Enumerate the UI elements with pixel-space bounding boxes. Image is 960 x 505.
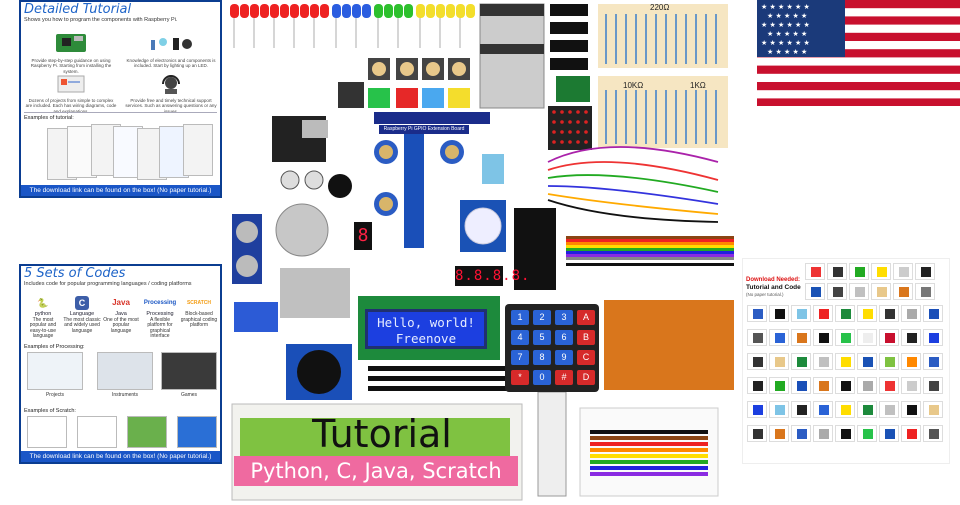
inventory-title: Download Needed: Tutorial and Code (No p… (746, 277, 801, 297)
language-c: C Language The most classic and widely u… (63, 296, 101, 334)
single-seven-segment: 8 (354, 222, 372, 250)
scratch-examples-label: Examples of Scratch: (24, 408, 76, 414)
tutorial-page-thumbnails (47, 124, 217, 180)
membrane-keypad: 1 2 3 A 4 5 6 B 7 8 9 C * 0 # D (505, 304, 599, 392)
keypad-key: 9 (555, 350, 573, 365)
components-icon (151, 38, 192, 50)
keypad-ribbon (537, 391, 567, 497)
lcd-display: Hello, world! Freenove (365, 309, 487, 349)
wiring-diagram-icon (57, 75, 85, 93)
processing-projects-screenshot (27, 352, 83, 390)
small-buttons (338, 82, 364, 108)
feature-raspberry-pi: Provide step-by-step guidance on using R… (25, 32, 117, 74)
c-language-icon: C (75, 296, 89, 310)
ribbon-cable (479, 3, 545, 109)
scratch-example-1 (27, 416, 67, 448)
resistor-label-220: 220Ω (650, 3, 670, 12)
keypad-key: B (577, 330, 595, 345)
keypad-key: A (577, 310, 595, 325)
extension-board-label: Raspberry Pi GPIO Extension Board (379, 125, 469, 134)
pcf-module (556, 76, 590, 102)
language-scratch: SCRATCH Block-based graphical coding pla… (180, 296, 218, 329)
keypad-key: 8 (533, 350, 551, 365)
led-row (230, 4, 475, 48)
processing-instruments-screenshot (97, 352, 153, 390)
tutorial-card-footer: The download link can be found on the bo… (21, 185, 220, 196)
rainbow-ribbon-cable (566, 236, 734, 266)
gpio-extension-board (374, 112, 490, 124)
scratch-example-2 (77, 416, 117, 448)
ic-chips (550, 4, 588, 70)
svg-text:★ ★ ★ ★ ★: ★ ★ ★ ★ ★ (767, 12, 807, 20)
keypad-key: 3 (555, 310, 573, 325)
resistor-label-1k: 1KΩ (690, 81, 706, 90)
keypad-key: # (555, 370, 573, 385)
divider (24, 112, 217, 113)
feature-electronics: Knowledge of electronics and components … (125, 32, 217, 69)
codes-card-footer: The download link can be found on the bo… (21, 451, 220, 462)
resistor-strips (598, 4, 728, 148)
java-icon: Java (112, 298, 130, 307)
language-processing: Processing Processing A flexible platfor… (141, 296, 179, 340)
tutorial-info-card: Detailed Tutorial Shows you how to progr… (19, 0, 222, 198)
feature-projects: Dozens of projects from simple to comple… (25, 74, 117, 114)
stepper-motor (275, 203, 329, 257)
keypad-key: 7 (511, 350, 529, 365)
scratch-cat-icon: SCRATCH (186, 300, 212, 306)
servo-motor (234, 302, 278, 332)
tutorial-heading: Tutorial (312, 412, 452, 456)
keypad-key: 2 (533, 310, 551, 325)
support-headset-icon (162, 75, 180, 94)
svg-text:★ ★ ★ ★ ★ ★: ★ ★ ★ ★ ★ ★ (761, 39, 810, 47)
push-buttons (368, 58, 470, 108)
keypad-key: 1 (511, 310, 529, 325)
feature-support: Provide free and timely technical suppor… (125, 74, 217, 114)
tutorial-card-subtitle: Shows you how to program the components … (24, 17, 178, 23)
keypad-key: * (511, 370, 529, 385)
tutorial-card-title: Detailed Tutorial (24, 2, 132, 17)
codes-card-subtitle: Includes code for popular programming la… (24, 281, 192, 287)
prototype-pcb (604, 300, 734, 390)
keypad-key: 5 (533, 330, 551, 345)
four-digit-seven-segment: 8.8.8.8. (455, 266, 531, 286)
jumper-wires (547, 146, 719, 223)
codes-card-title: 5 Sets of Codes (24, 266, 126, 281)
keypad-key: 6 (555, 330, 573, 345)
languages-banner: Python, C, Java, Scratch (234, 456, 518, 486)
caption-games: Games (180, 392, 198, 398)
language-java: Java Java One of the most popular langua… (103, 298, 139, 334)
lcd-line-2: Freenove (395, 331, 457, 346)
scratch-example-3 (127, 416, 167, 448)
lcd-line-1: Hello, world! (377, 315, 475, 330)
raspberry-pi-icon (56, 34, 86, 52)
buzzer (328, 174, 352, 198)
svg-text:★ ★ ★ ★ ★ ★: ★ ★ ★ ★ ★ ★ (761, 3, 810, 11)
python-icon: 🐍 (37, 298, 49, 308)
caption-projects: Projects (45, 392, 65, 398)
keypad-key: 0 (533, 370, 551, 385)
dc-motor (280, 268, 350, 318)
caption-instruments: Instruments (111, 392, 139, 398)
svg-text:★ ★ ★ ★ ★ ★: ★ ★ ★ ★ ★ ★ (761, 21, 810, 29)
processing-games-screenshot (161, 352, 217, 390)
svg-text:★ ★ ★ ★ ★: ★ ★ ★ ★ ★ (767, 30, 807, 38)
codes-info-card: 5 Sets of Codes Includes code for popula… (19, 264, 222, 464)
keypad-key: C (577, 350, 595, 365)
resistor-label-10k: 10KΩ (623, 81, 644, 90)
processing-examples-label: Examples of Processing: (24, 344, 85, 350)
pin-header (368, 366, 518, 371)
us-flag-image: ★ ★ ★ ★ ★ ★★ ★ ★ ★ ★ ★ ★ ★ ★ ★ ★★ ★ ★ ★ … (757, 0, 960, 106)
svg-text:★ ★ ★ ★ ★: ★ ★ ★ ★ ★ (767, 48, 807, 56)
battery-holder (514, 208, 556, 290)
keypad-key: D (577, 370, 595, 385)
examples-tutorial-label: Examples of tutorial: (24, 115, 74, 121)
t-cobbler (404, 128, 424, 248)
starter-kit-components-photo (230, 3, 734, 501)
dht-sensor (482, 154, 504, 184)
processing-icon: Processing (143, 300, 177, 306)
keypad-key: 4 (511, 330, 529, 345)
scratch-example-4 (177, 416, 217, 448)
language-python: 🐍 python The most popular and easy-to-us… (24, 296, 62, 340)
components-inventory-sheet: Download Needed: Tutorial and Code (No p… (742, 258, 950, 464)
